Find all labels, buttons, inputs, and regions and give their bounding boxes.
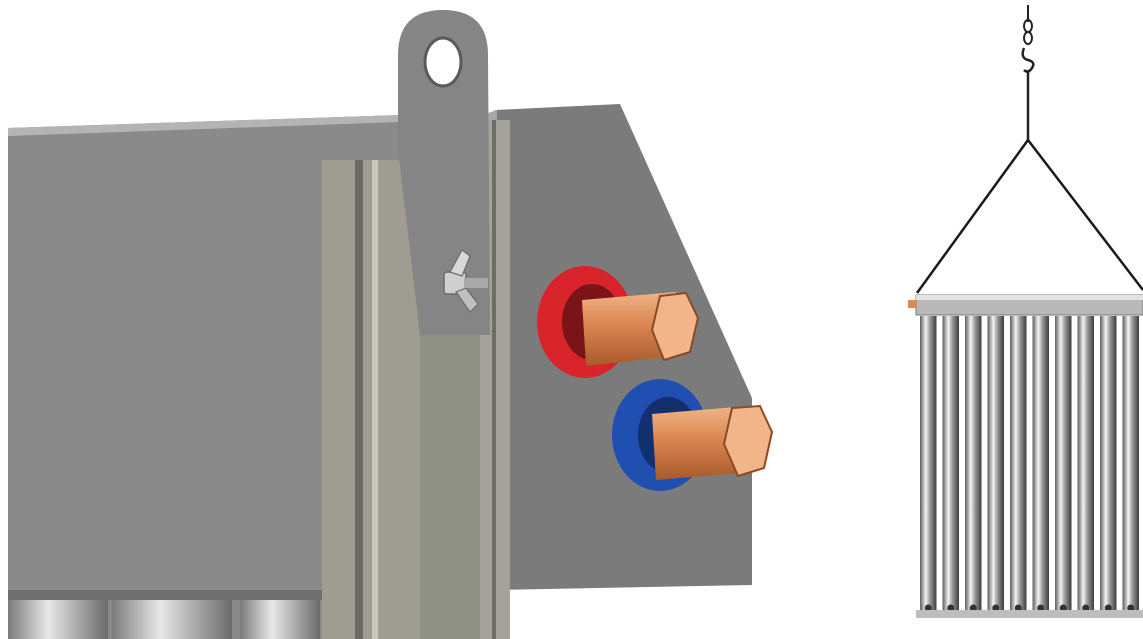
vacuum-tubes bbox=[920, 316, 1139, 612]
tube-end-cap bbox=[1014, 604, 1022, 612]
tube-end-cap bbox=[947, 604, 955, 612]
vacuum-tube bbox=[1077, 316, 1094, 612]
pipe-stub bbox=[908, 300, 917, 308]
vacuum-tube bbox=[1032, 316, 1049, 612]
vertical-rail-inner bbox=[420, 330, 488, 639]
vacuum-tube bbox=[1100, 316, 1117, 612]
return-pipe-connection bbox=[612, 379, 774, 491]
vertical-rail-side-line bbox=[492, 120, 496, 639]
tube-end-cap bbox=[992, 604, 1000, 612]
housing-base-strip bbox=[8, 590, 328, 600]
tube-end-cap bbox=[1082, 604, 1090, 612]
copper-pipe-end bbox=[722, 404, 774, 478]
vacuum-tube bbox=[942, 316, 959, 612]
tube-end-cap bbox=[1104, 604, 1112, 612]
collector-housing-top-edge bbox=[8, 115, 400, 136]
lifting-sling bbox=[1027, 139, 1143, 291]
crane-hook-icon bbox=[1021, 5, 1035, 140]
tube-end-cap bbox=[1059, 604, 1067, 612]
vacuum-tube bbox=[987, 316, 1004, 612]
tube-bottom bbox=[240, 598, 320, 639]
tube-end-cap bbox=[969, 604, 977, 612]
flow-pipe-connection bbox=[537, 266, 700, 378]
tube-bottom bbox=[112, 598, 232, 639]
tube-end-cap bbox=[924, 604, 932, 612]
tube-end-cap bbox=[1037, 604, 1045, 612]
wing-nut-icon bbox=[443, 249, 488, 313]
collector-housing-front bbox=[8, 115, 400, 639]
vacuum-tube bbox=[1055, 316, 1072, 612]
vacuum-tube bbox=[1010, 316, 1027, 612]
vacuum-tube bbox=[920, 316, 937, 612]
tube-bottom bbox=[8, 598, 108, 639]
collector-header-detail bbox=[8, 10, 774, 639]
vertical-rail-groove bbox=[355, 160, 363, 639]
tube-end-cap bbox=[1127, 604, 1135, 612]
collector-bottom-rail bbox=[916, 610, 1143, 618]
copper-pipe-end bbox=[650, 291, 700, 362]
vacuum-tube bbox=[1122, 316, 1139, 612]
vertical-rail-groove bbox=[372, 160, 378, 639]
vacuum-tube bbox=[965, 316, 982, 612]
lug-hole bbox=[423, 36, 463, 88]
lifting-sling bbox=[915, 139, 1030, 294]
collector-lifting-view bbox=[908, 5, 1143, 618]
